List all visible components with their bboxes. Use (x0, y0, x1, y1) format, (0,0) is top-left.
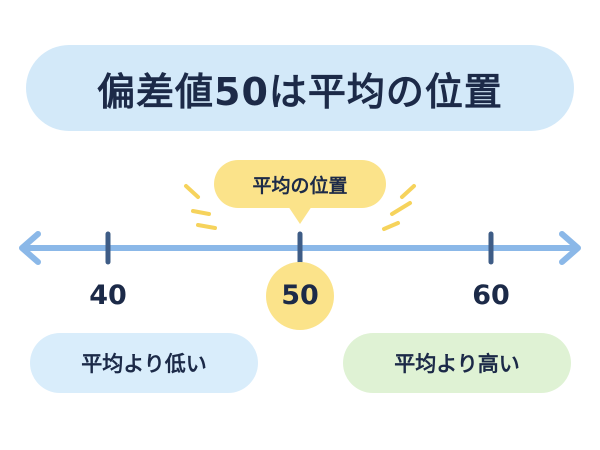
emphasis-ray-right-2 (390, 201, 412, 216)
average-position-callout: 平均の位置 (214, 160, 386, 208)
axis-arrow-right (559, 231, 581, 265)
emphasis-ray-left-3 (196, 223, 217, 230)
above-average-label: 平均より高い (343, 333, 571, 393)
tick-label-50: 50 (281, 280, 319, 311)
tick-label-60: 60 (472, 280, 510, 311)
callout-pointer (288, 206, 312, 224)
emphasis-ray-right-1 (400, 184, 416, 199)
highlight-circle-50: 50 (266, 262, 334, 330)
title-banner: 偏差値50は平均の位置 (26, 45, 574, 131)
axis-arrow-left (19, 231, 41, 265)
page-title: 偏差値50は平均の位置 (97, 69, 503, 114)
below-average-label: 平均より低い (30, 333, 258, 393)
emphasis-ray-right-3 (382, 221, 400, 231)
emphasis-ray-left-2 (191, 209, 211, 216)
tick-label-40: 40 (89, 280, 127, 311)
emphasis-ray-left-1 (184, 184, 200, 199)
